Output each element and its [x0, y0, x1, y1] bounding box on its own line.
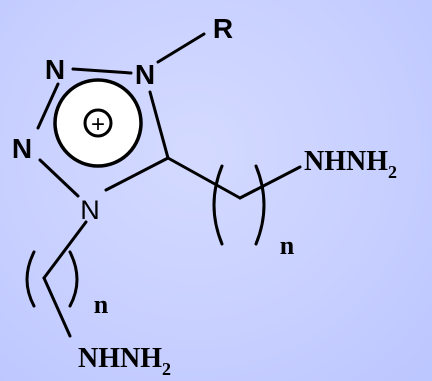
right-chain-terminal-sub: 2 [388, 162, 397, 182]
right-chain-repeat-label: n [280, 231, 295, 260]
paren-bottom-open [25, 250, 36, 308]
bond-n2-c5 [148, 90, 170, 160]
bond-c5-chain-right [166, 156, 242, 200]
substituent-r: R [213, 13, 233, 44]
bottom-chain-terminal-sub: 2 [162, 359, 171, 379]
bond-n4-c5 [104, 156, 170, 192]
bond-n4-chain-bottom-a [42, 220, 88, 280]
atom-n-top-right: N [135, 59, 155, 90]
bond-n1-n2 [71, 67, 133, 75]
atom-n-bottom: N [80, 195, 100, 225]
bond-n2-r [156, 32, 206, 64]
bond-n3-n4 [38, 158, 80, 198]
right-chain-terminal-group: NHNH2 [304, 146, 397, 182]
atom-n-left: N [12, 133, 32, 164]
charge-symbol: + [91, 111, 105, 138]
paren-right-open [212, 164, 224, 246]
paren-bottom-close [68, 250, 79, 308]
bottom-chain-terminal-main: NHNH [78, 343, 162, 374]
bond-chain-bottom-b [42, 276, 72, 338]
right-chain-terminal-main: NHNH [304, 146, 388, 177]
plus-circle [83, 108, 113, 138]
bond-n1-n3 [36, 82, 60, 130]
bottom-chain-repeat-label: n [94, 290, 109, 319]
charge-circle [53, 78, 143, 168]
paren-right-close [254, 164, 266, 246]
atom-n-top-left: N [45, 54, 65, 85]
bottom-chain-terminal-group: NHNH2 [78, 343, 171, 379]
bond-chain-right-nhnh2 [238, 165, 302, 200]
